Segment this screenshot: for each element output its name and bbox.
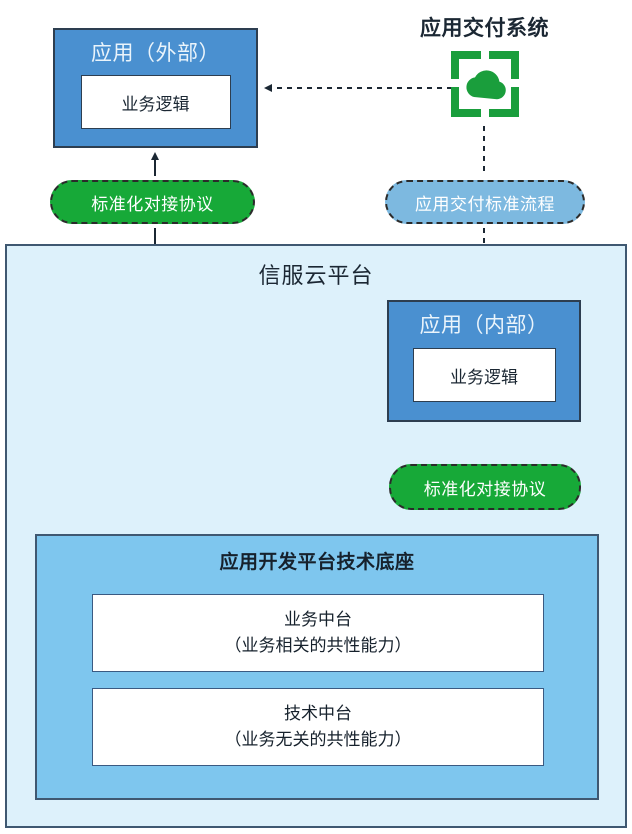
- external-app-box: 应用（外部） 业务逻辑: [53, 28, 258, 148]
- platform-title: 信服云平台: [258, 263, 374, 288]
- system-title: 应用交付系统: [420, 17, 549, 40]
- cloud-in-bracket-icon: [449, 45, 521, 123]
- internal-app-business-logic: 业务逻辑: [412, 348, 556, 402]
- external-app-business-logic: 业务逻辑: [80, 75, 231, 129]
- pill-standard-protocol-left: 标准化对接协议: [50, 180, 255, 224]
- internal-app-title: 应用（内部）: [419, 314, 549, 337]
- pill-standard-protocol-right: 标准化对接协议: [389, 464, 581, 510]
- pill-delivery-standard-process: 应用交付标准流程: [385, 180, 585, 224]
- internal-app-box: 应用（内部） 业务逻辑: [387, 300, 581, 422]
- tech-base-card-technical-line2: （业务无关的共性能力）: [224, 730, 412, 749]
- tech-base-container: 应用开发平台技术底座 业务中台 （业务相关的共性能力） 技术中台 （业务无关的共…: [35, 534, 599, 800]
- tech-base-card-technical: 技术中台 （业务无关的共性能力）: [92, 688, 544, 766]
- tech-base-card-business: 业务中台 （业务相关的共性能力）: [92, 594, 544, 672]
- external-app-title: 应用（外部）: [91, 42, 220, 65]
- tech-base-card-business-line1: 业务中台: [284, 609, 352, 629]
- tech-base-card-business-line2: （业务相关的共性能力）: [224, 636, 412, 655]
- tech-base-card-technical-line1: 技术中台: [284, 703, 352, 723]
- tech-base-title: 应用开发平台技术底座: [219, 552, 415, 573]
